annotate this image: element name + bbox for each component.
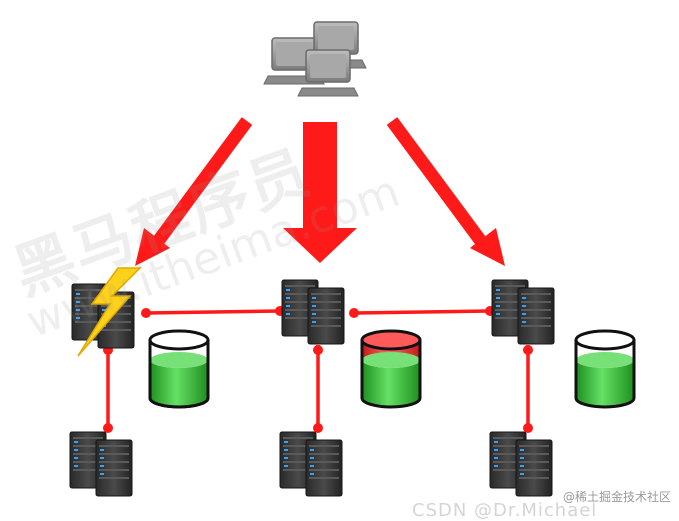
arrow-left: [135, 117, 253, 266]
database-right: [574, 329, 636, 409]
request-arrows: [135, 117, 505, 266]
database-center: [360, 329, 422, 409]
database-left: [148, 329, 210, 409]
arrow-center: [283, 122, 357, 263]
watermark-juejin: @稀土掘金技术社区: [562, 490, 671, 504]
server-bottom-right: [490, 432, 552, 496]
computer-cluster-icon: [263, 21, 367, 97]
lightning-bolt-icon: [77, 267, 142, 357]
server-top-right: [492, 280, 554, 344]
arrow-right: [386, 117, 505, 266]
server-bottom-center: [280, 432, 342, 496]
network-links: [106, 309, 530, 428]
server-bottom-left: [70, 432, 132, 496]
server-top-center: [282, 280, 344, 344]
